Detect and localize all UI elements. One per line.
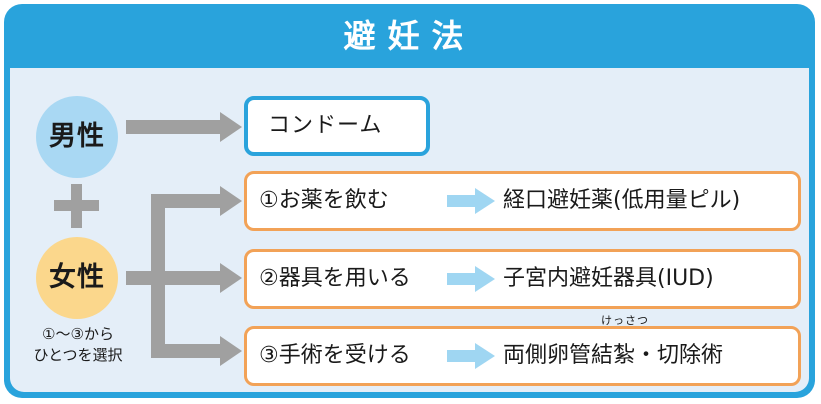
method-action: ②器具を用いる (259, 266, 411, 291)
method-result: 経口避妊薬(低用量ピル) (503, 188, 741, 213)
method-action: ①お薬を飲む (259, 188, 389, 213)
female-bracket (126, 186, 242, 366)
inner-arrow-icon (447, 266, 495, 292)
female-note: ①〜③から ひとつを選択 (16, 324, 140, 366)
female-label: 女性 (49, 262, 105, 293)
connector-lines (54, 112, 242, 366)
method-box-surgery: ③手術を受ける 両側卵管結紮・切除術 けっさつ (244, 314, 801, 386)
contraception-diagram-frame: 避妊法 (4, 4, 815, 398)
method-box-pill: ①お薬を飲む 経口避妊薬(低用量ピル) (244, 171, 801, 231)
male-label: 男性 (49, 121, 105, 152)
diagram-panel: 男性 女性 ①〜③から ひとつを選択 コンドーム ①お薬を飲む 経口避妊薬(低用… (10, 68, 809, 392)
method-box-iud: ②器具を用いる 子宮内避妊器具(IUD) (244, 249, 801, 309)
male-arrow (126, 112, 242, 142)
inner-arrow-icon (447, 188, 495, 214)
method-result: 両側卵管結紮・切除術 (503, 343, 724, 368)
diagram-title: 避妊法 (343, 17, 476, 55)
method-result: 子宮内避妊器具(IUD) (503, 266, 714, 291)
female-circle: 女性 (36, 237, 118, 319)
plus-sign (54, 184, 99, 228)
condom-label: コンドーム (268, 113, 383, 138)
inner-arrow-icon (447, 343, 495, 369)
furigana-kessatsu: けっさつ (601, 314, 649, 327)
condom-box: コンドーム (244, 96, 430, 156)
method-action: ③手術を受ける (259, 343, 411, 368)
note-line-1: ①〜③から (42, 325, 114, 343)
male-circle: 男性 (36, 96, 118, 178)
note-line-2: ひとつを選択 (33, 346, 123, 364)
